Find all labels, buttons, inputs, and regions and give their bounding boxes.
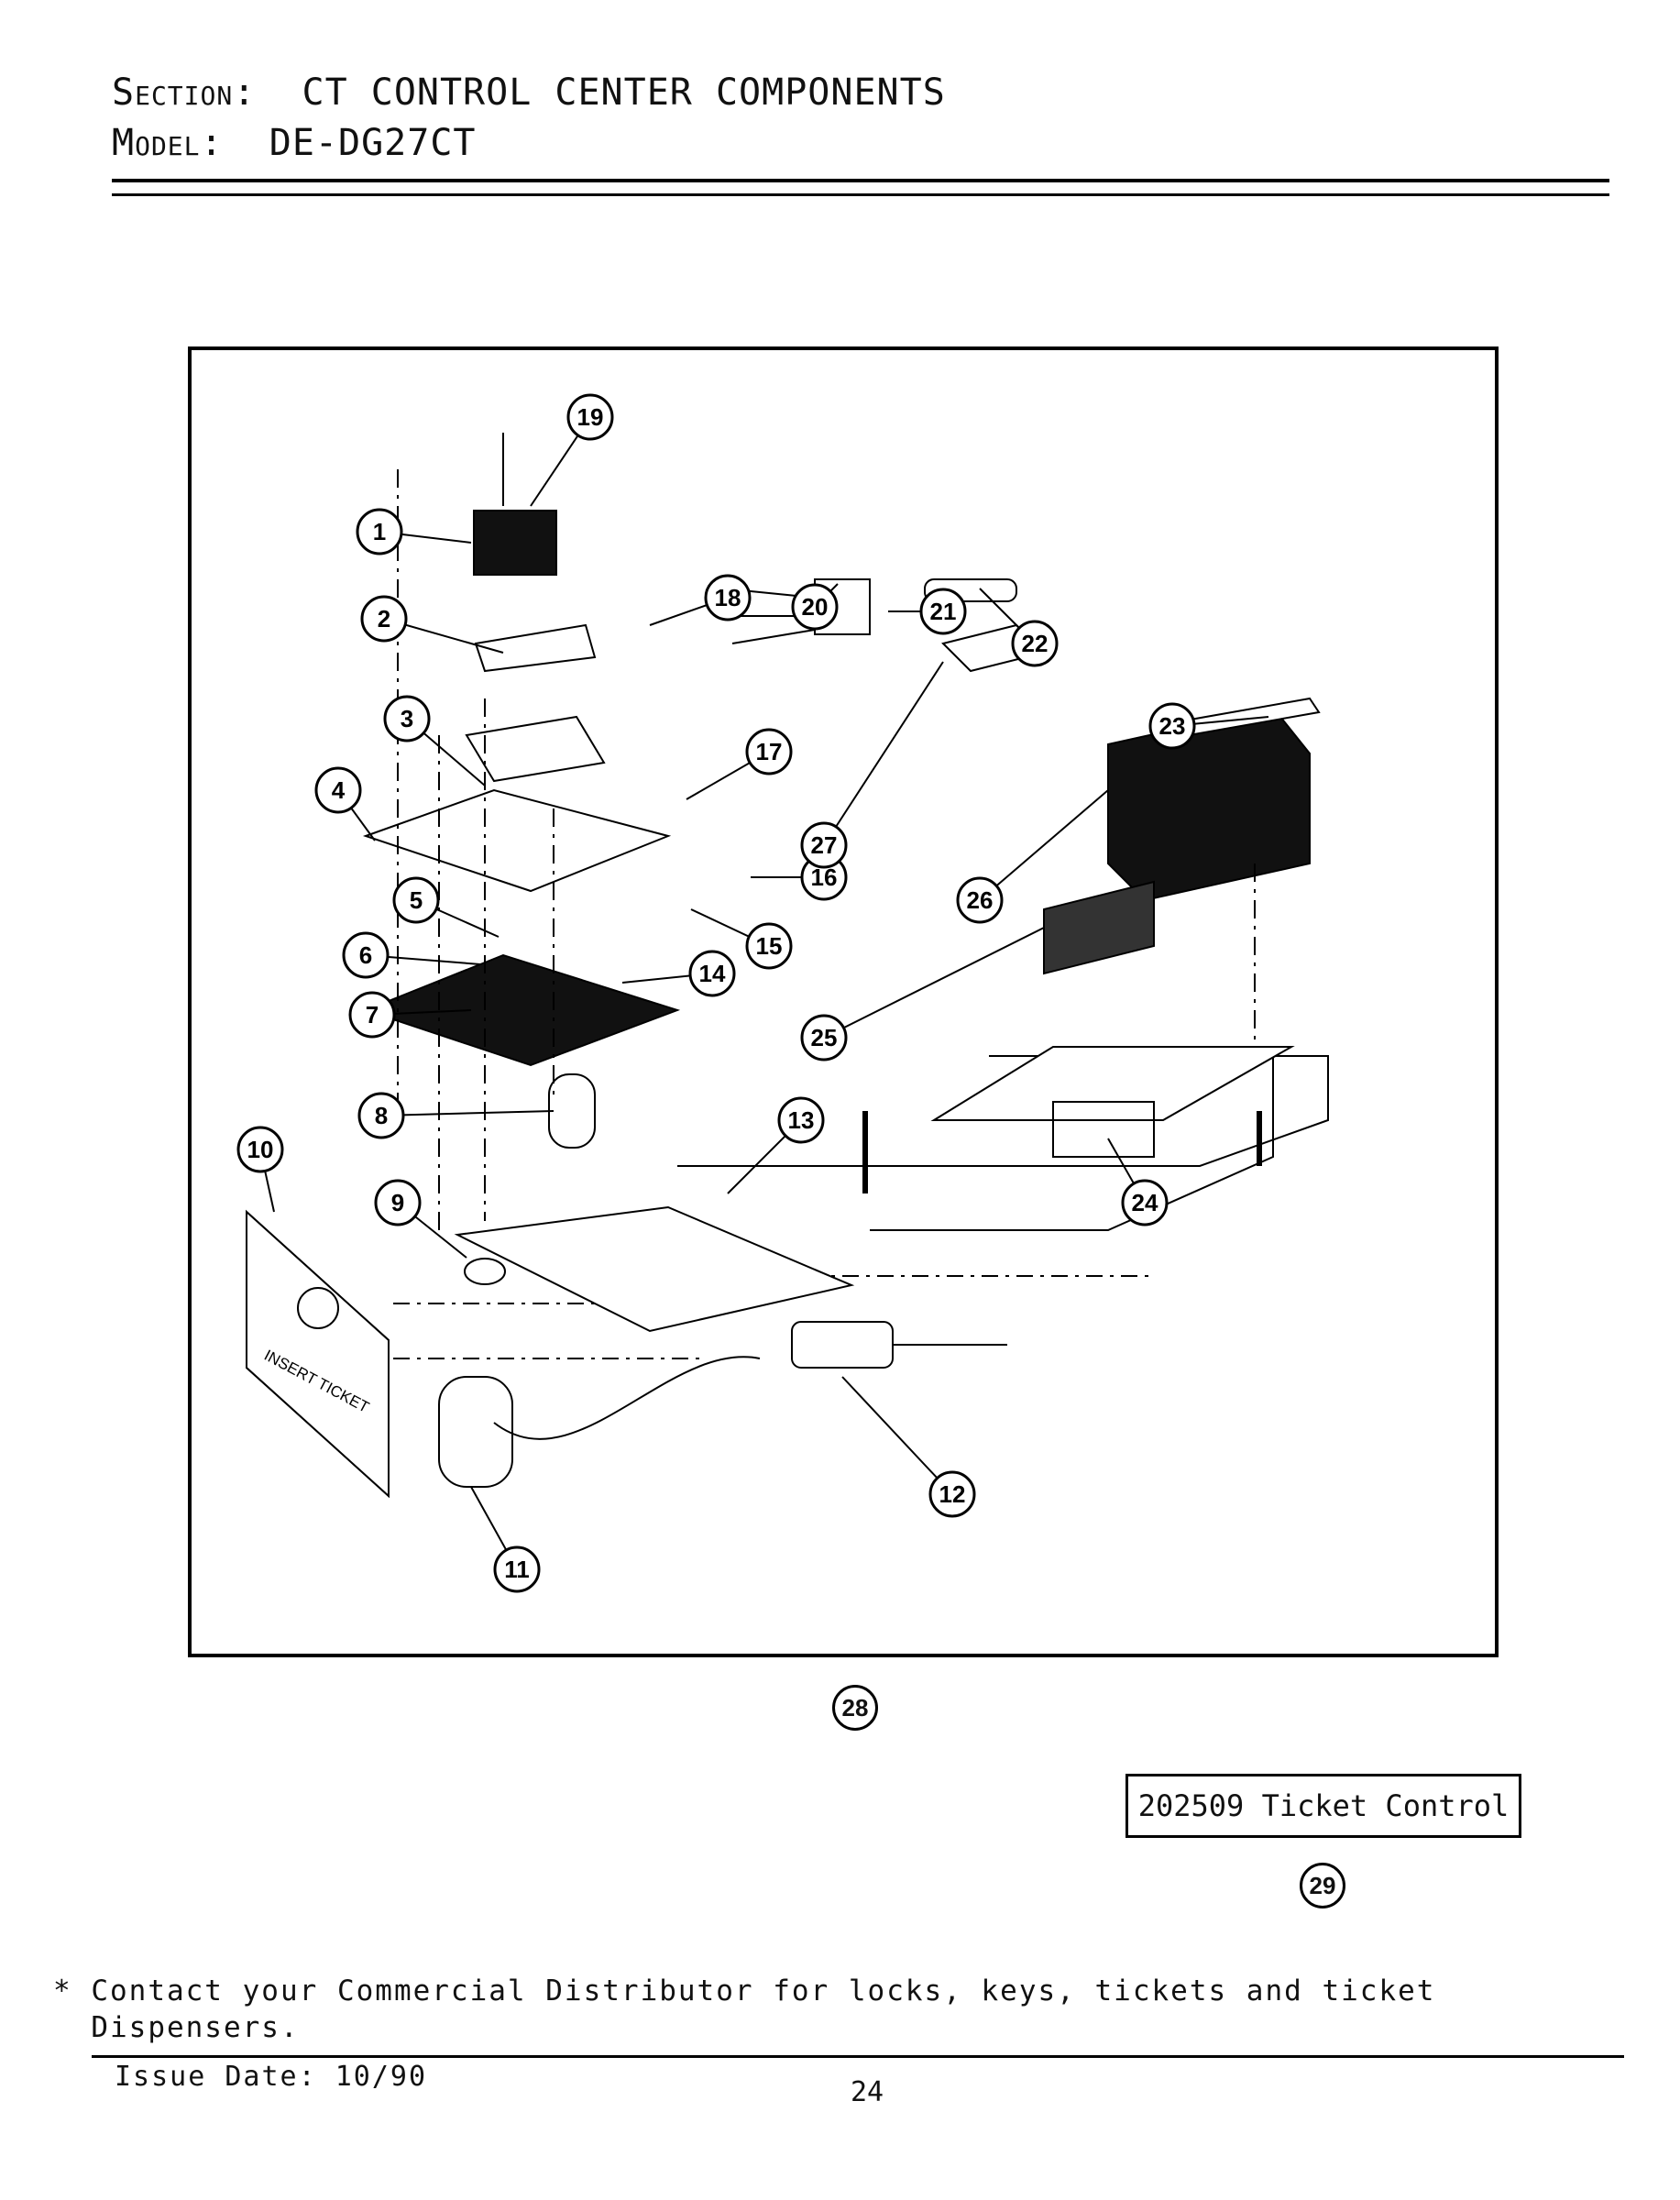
section-value: CT CONTROL CENTER COMPONENTS <box>302 72 946 114</box>
callout-number-25: 25 <box>811 1024 838 1051</box>
micro-switch <box>473 510 557 576</box>
callout-circle-4 <box>314 766 362 814</box>
callout-number-6: 6 <box>359 941 372 969</box>
connector-block <box>791 1321 894 1369</box>
callout-number-17: 17 <box>756 738 783 765</box>
issue-date: Issue Date: 10/90 <box>115 2061 428 2093</box>
callout-leader-8 <box>380 1110 555 1116</box>
callout-circle-17 <box>745 728 793 776</box>
section-label: Section: <box>112 72 257 114</box>
callout-circle-14 <box>688 950 736 997</box>
transformer <box>1107 706 1311 902</box>
callout-circle-2 <box>360 595 408 643</box>
callout-circle-20 <box>791 583 839 631</box>
callout-number-11: 11 <box>504 1556 530 1583</box>
model-label: Model: <box>112 122 224 164</box>
callout-number-22: 22 <box>1022 630 1049 657</box>
callout-circle-13 <box>777 1096 825 1144</box>
footer-rule <box>92 2055 1624 2058</box>
callout-circle-24 <box>1121 1179 1169 1226</box>
callout-circle-23 <box>1148 702 1196 750</box>
callout-number-24: 24 <box>1132 1189 1158 1216</box>
callout-circle-3 <box>383 695 431 742</box>
distributor-footnote: * Contact your Commercial Distributor fo… <box>53 1974 1436 2044</box>
callout-circle-26 <box>956 876 1004 924</box>
section-header: Section: CT CONTROL CENTER COMPONENTS <box>112 72 946 114</box>
page-number: 24 <box>851 2076 884 2108</box>
callout-number-14: 14 <box>699 960 726 987</box>
callout-number-4: 4 <box>332 776 346 804</box>
part-number-box: 202509 Ticket Control <box>1125 1774 1521 1838</box>
callout-circle-1 <box>356 508 403 556</box>
callout-circle-21 <box>919 588 967 635</box>
callout-circle-9 <box>374 1179 422 1226</box>
callout-circle-27 <box>800 821 848 869</box>
diagram-callout-28: 28 <box>832 1685 878 1731</box>
part-number-label: 202509 Ticket Control <box>1137 1788 1510 1823</box>
callout-circle-8 <box>357 1092 405 1139</box>
solenoid <box>438 1376 513 1488</box>
callout-circle-22 <box>1011 620 1059 667</box>
callout-number-7: 7 <box>366 1001 379 1028</box>
callout-28-label: 28 <box>841 1694 869 1722</box>
callout-number-19: 19 <box>577 403 604 431</box>
callout-circle-10 <box>236 1126 284 1173</box>
callout-number-3: 3 <box>401 705 413 732</box>
base-plate <box>930 1046 1295 1121</box>
callout-circle-7 <box>348 991 396 1039</box>
callout-leader-27 <box>823 661 944 846</box>
callout-circle-25 <box>800 1014 848 1062</box>
model-value: DE-DG27CT <box>269 122 477 164</box>
callout-number-10: 10 <box>247 1136 274 1163</box>
callout-number-8: 8 <box>375 1102 388 1129</box>
callout-number-15: 15 <box>756 932 783 960</box>
callout-number-5: 5 <box>410 886 423 914</box>
callout-number-9: 9 <box>391 1189 404 1216</box>
callout-leader-25 <box>823 927 1045 1039</box>
callout-number-23: 23 <box>1159 712 1186 740</box>
callout-circle-18 <box>704 574 752 622</box>
callout-circle-19 <box>566 393 614 441</box>
callout-leader-12 <box>841 1376 953 1495</box>
callout-number-18: 18 <box>715 584 741 611</box>
callout-number-13: 13 <box>788 1106 815 1134</box>
callout-circle-5 <box>392 876 440 924</box>
callout-circle-6 <box>342 931 390 979</box>
callout-circle-15 <box>745 922 793 970</box>
lower-plate <box>363 953 681 1067</box>
callout-number-27: 27 <box>811 831 838 859</box>
mount-frame <box>454 1205 855 1333</box>
header-rule-top <box>112 179 1609 182</box>
callout-number-20: 20 <box>802 593 829 621</box>
callout-number-12: 12 <box>939 1480 966 1508</box>
lamp <box>548 1073 596 1149</box>
part-box-callout: 29 <box>1300 1863 1345 1908</box>
model-header: Model: DE-DG27CT <box>112 122 477 164</box>
callout-number-26: 26 <box>967 886 994 914</box>
callout-number-2: 2 <box>378 605 390 632</box>
heat-sink <box>1043 880 1155 975</box>
header-rule-bottom <box>112 193 1609 196</box>
callout-number-1: 1 <box>373 518 386 545</box>
upper-plate <box>362 788 672 893</box>
callout-29-label: 29 <box>1309 1872 1336 1899</box>
callout-circle-11 <box>493 1546 541 1593</box>
callout-number-21: 21 <box>930 598 957 625</box>
callout-circle-12 <box>928 1470 976 1518</box>
callout-leader-26 <box>979 789 1109 901</box>
